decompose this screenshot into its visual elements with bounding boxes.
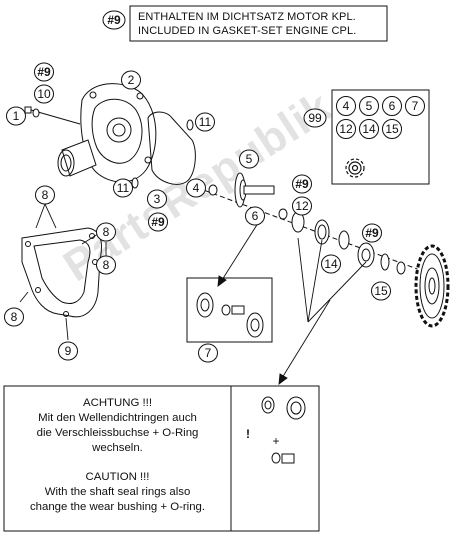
kit-item-6: 6 — [382, 96, 402, 116]
kit-7-inset — [186, 277, 273, 343]
kit-item-12-label: 12 — [339, 122, 353, 136]
kit-item-15: 15 — [382, 119, 402, 139]
note-de-title: ACHTUNG !!! — [83, 397, 152, 409]
callout-15: 15 — [371, 281, 391, 301]
callout-10-label: #9 — [295, 177, 309, 191]
callout-21-label: 7 — [205, 346, 212, 360]
callout-6: 3 — [147, 189, 167, 209]
callout-2-label: 10 — [37, 87, 51, 101]
callout-20-label: 9 — [65, 344, 72, 358]
kit-box: 99 4 5 6 7 12 14 15 — [303, 89, 430, 185]
callout-7-label: #9 — [151, 215, 165, 229]
kit-item-5-label: 5 — [366, 99, 373, 113]
note-german: ACHTUNG !!! Mit den Wellendichtringen au… — [4, 396, 231, 456]
pump-cover — [57, 83, 157, 183]
callout-13: #9 — [362, 223, 382, 243]
header-kit-badge: #9 — [107, 13, 121, 27]
drive-gear — [414, 244, 450, 328]
note-en-line-2: With the shaft seal rings also — [44, 486, 191, 498]
note-en-line-3: change the wear bushing + O-ring. — [29, 501, 206, 513]
kit-item-4-label: 4 — [343, 99, 350, 113]
kit-item-4: 4 — [336, 96, 356, 116]
callout-0-label: 1 — [13, 109, 20, 123]
note-english: CAUTION !!! With the shaft seal rings al… — [4, 470, 231, 515]
kit-item-5: 5 — [359, 96, 379, 116]
callout-16: 8 — [35, 185, 55, 205]
kit-badge: 99 — [308, 111, 322, 125]
note-de-line-4: wechseln. — [92, 442, 143, 454]
callout-11-label: 12 — [295, 199, 309, 213]
callout-20: 9 — [58, 341, 78, 361]
callout-8-label: 4 — [193, 181, 200, 195]
callout-8: 4 — [186, 178, 206, 198]
warning-exclaim: ! — [246, 427, 250, 441]
header-kit-badge-shape — [102, 10, 126, 30]
warning-plus: + — [272, 434, 279, 448]
callout-9: 5 — [239, 149, 259, 169]
callout-4: 11 — [195, 112, 215, 132]
kit-item-14-label: 14 — [362, 122, 376, 136]
header-line-2: INCLUDED IN GASKET-SET ENGINE CPL. — [138, 25, 357, 37]
callout-0: 1 — [6, 106, 26, 126]
pump-gasket — [147, 111, 196, 185]
note-de-line-2: Mit den Wellendichtringen auch — [38, 412, 197, 424]
shaft-assembly — [189, 172, 421, 275]
kit-item-12: 12 — [336, 119, 356, 139]
callout-1: #9 — [34, 62, 54, 82]
gasket-leaders — [19, 203, 107, 341]
callout-7: #9 — [148, 212, 168, 232]
callout-21: 7 — [198, 343, 218, 363]
note-en-title: CAUTION !!! — [85, 471, 150, 483]
callout-15-label: 15 — [374, 284, 388, 298]
callout-3: 2 — [121, 70, 141, 90]
callout-18: 8 — [4, 307, 24, 327]
housing-gasket — [21, 227, 102, 318]
callout-5: 11 — [113, 178, 133, 198]
kit-item-7: 7 — [405, 96, 425, 116]
callout-6-label: 3 — [154, 192, 161, 206]
callout-17: 8 — [96, 222, 116, 242]
callout-4-label: 11 — [199, 115, 212, 129]
callout-17-label: 8 — [103, 225, 110, 239]
kit-badge-shape — [303, 108, 327, 128]
callout-19-label: 8 — [103, 258, 110, 272]
callout-12: 6 — [245, 206, 265, 226]
callout-19: 8 — [96, 255, 116, 275]
kit-item-6-label: 6 — [389, 99, 396, 113]
kit-item-7-label: 7 — [412, 99, 419, 113]
warning-box: ! + — [230, 385, 320, 532]
screw-11-top — [186, 119, 194, 131]
callout-13-label: #9 — [365, 226, 379, 240]
washer-10 — [32, 108, 40, 118]
callout-2: 10 — [34, 84, 54, 104]
callout-1-label: #9 — [37, 65, 51, 79]
callout-12-label: 6 — [252, 209, 259, 223]
header-box — [129, 5, 388, 42]
inset-leaders — [217, 219, 367, 385]
header-line-1: ENTHALTEN IM DICHTSATZ MOTOR KPL. — [138, 11, 356, 23]
kit-item-15-label: 15 — [385, 122, 399, 136]
callout-10: #9 — [292, 174, 312, 194]
callout-14: 14 — [321, 254, 341, 274]
screw-11-bottom — [131, 177, 139, 189]
callout-3-label: 2 — [128, 73, 135, 87]
header-banner: #9 — [102, 5, 388, 42]
callout-11: 12 — [292, 196, 312, 216]
callout-5-label: 11 — [117, 181, 130, 195]
callout-18-label: 8 — [11, 310, 18, 324]
note-de-line-3: die Verschleissbuchse + O-Ring — [36, 427, 199, 439]
callout-14-label: 14 — [324, 257, 338, 271]
note-box — [3, 385, 232, 532]
callout-9-label: 5 — [246, 152, 253, 166]
kit-item-14: 14 — [359, 119, 379, 139]
gear-icon — [345, 158, 365, 178]
callout-16-label: 8 — [42, 188, 49, 202]
